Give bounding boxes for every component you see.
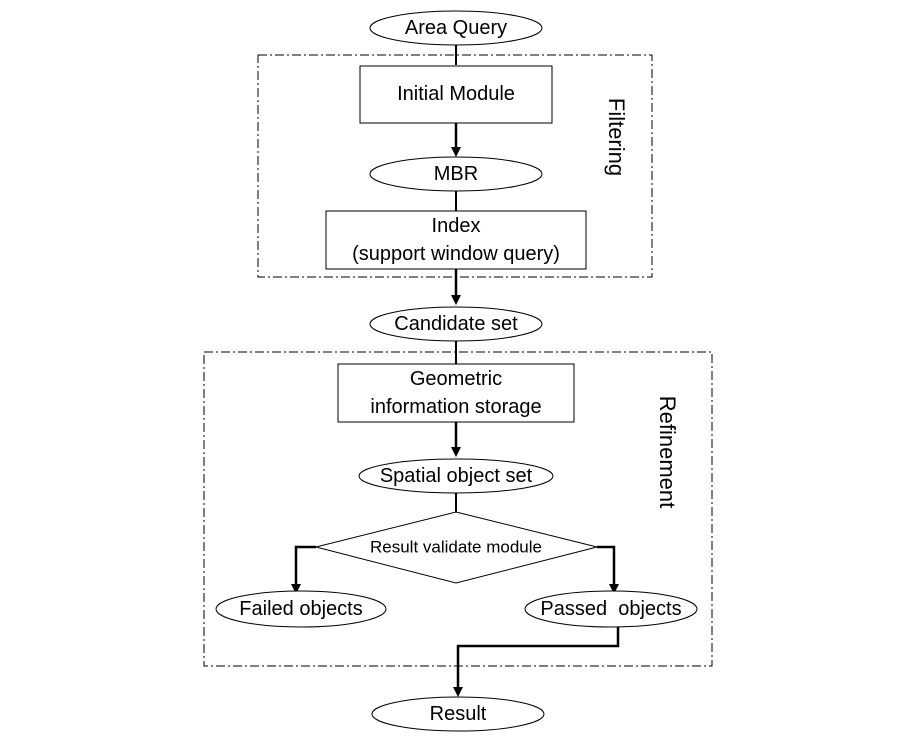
arrow-passed-objects-to-result (453, 627, 620, 697)
geometric-storage-label-line2: information storage (370, 396, 541, 418)
result-node (371, 696, 545, 732)
index-label-line1: Index (432, 215, 481, 237)
geometric-storage-label-line1: Geometric (410, 368, 502, 390)
arrow-validate-to-passed-objects (597, 545, 619, 594)
arrow-validate-to-failed-objects (291, 545, 316, 594)
geometric-storage-node (337, 363, 575, 423)
passed-objects-label: Passed objects (540, 598, 681, 620)
result-validate-module-label: Result validate module (370, 538, 542, 557)
candidate-set-node (369, 306, 543, 342)
result-label: Result (430, 703, 487, 725)
result-validate-module-node (315, 511, 598, 584)
refinement-group-label: Refinement (655, 396, 680, 509)
area-query-node (369, 10, 543, 46)
passed-objects-node (524, 590, 698, 628)
mbr-node (369, 156, 543, 192)
filtering-group-label: Filtering (604, 98, 629, 176)
initial-module-node (359, 65, 553, 124)
mbr-label: MBR (434, 163, 478, 185)
index-label-line2: (support window query) (352, 243, 560, 265)
spatial-object-set-label: Spatial object set (380, 465, 533, 487)
failed-objects-label: Failed objects (239, 598, 362, 620)
candidate-set-label: Candidate set (394, 313, 518, 335)
area-query-label: Area Query (405, 17, 507, 39)
initial-module-label: Initial Module (397, 83, 515, 105)
index-node (325, 210, 587, 270)
failed-objects-node (215, 590, 387, 628)
spatial-object-set-node (358, 458, 554, 494)
